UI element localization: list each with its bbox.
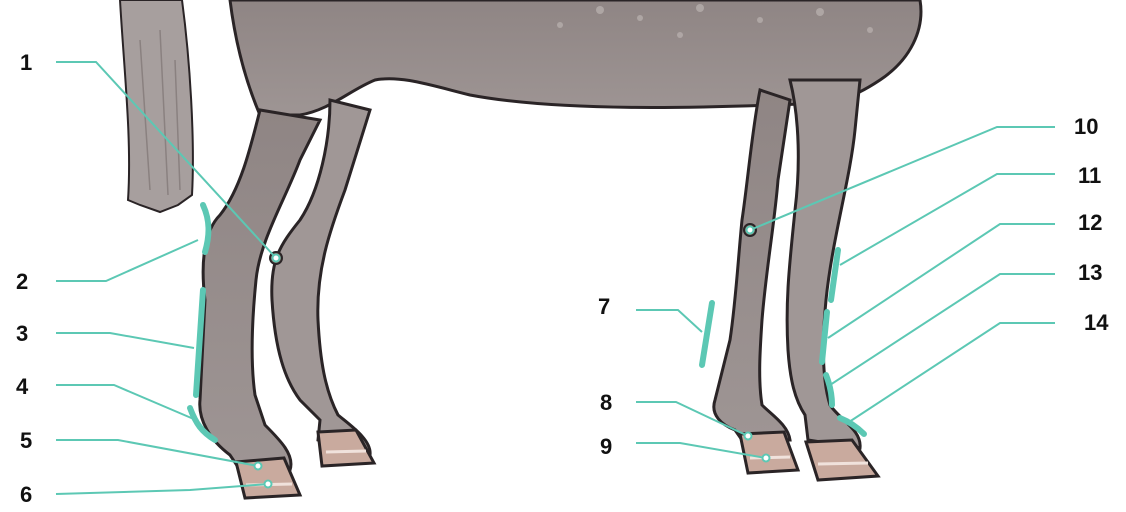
hoof-fore-far	[803, 438, 881, 482]
label-12: 12	[1078, 210, 1103, 235]
label-11: 11	[1078, 163, 1102, 188]
label-9: 9	[600, 434, 613, 459]
label-7: 7	[598, 294, 611, 319]
fore-leg-near	[712, 88, 792, 442]
label-4: 4	[16, 374, 29, 399]
label-10: 10	[1074, 114, 1099, 139]
leader-lines	[55, 61, 1055, 495]
tail	[118, 0, 194, 214]
label-2: 2	[16, 269, 29, 294]
label-13: 13	[1078, 260, 1103, 285]
horse-body	[228, 0, 923, 117]
hoof-fore-near	[738, 430, 801, 475]
label-5: 5	[20, 428, 33, 453]
label-8: 8	[600, 390, 613, 415]
label-6: 6	[20, 482, 33, 507]
label-3: 3	[16, 321, 29, 346]
hind-leg-far	[270, 98, 372, 457]
region-brackets	[187, 202, 867, 443]
label-1: 1	[20, 50, 33, 75]
label-14: 14	[1084, 310, 1109, 335]
hoof-hind-far	[316, 428, 377, 468]
fore-leg-far	[785, 78, 862, 450]
leader-dots	[253, 225, 771, 489]
